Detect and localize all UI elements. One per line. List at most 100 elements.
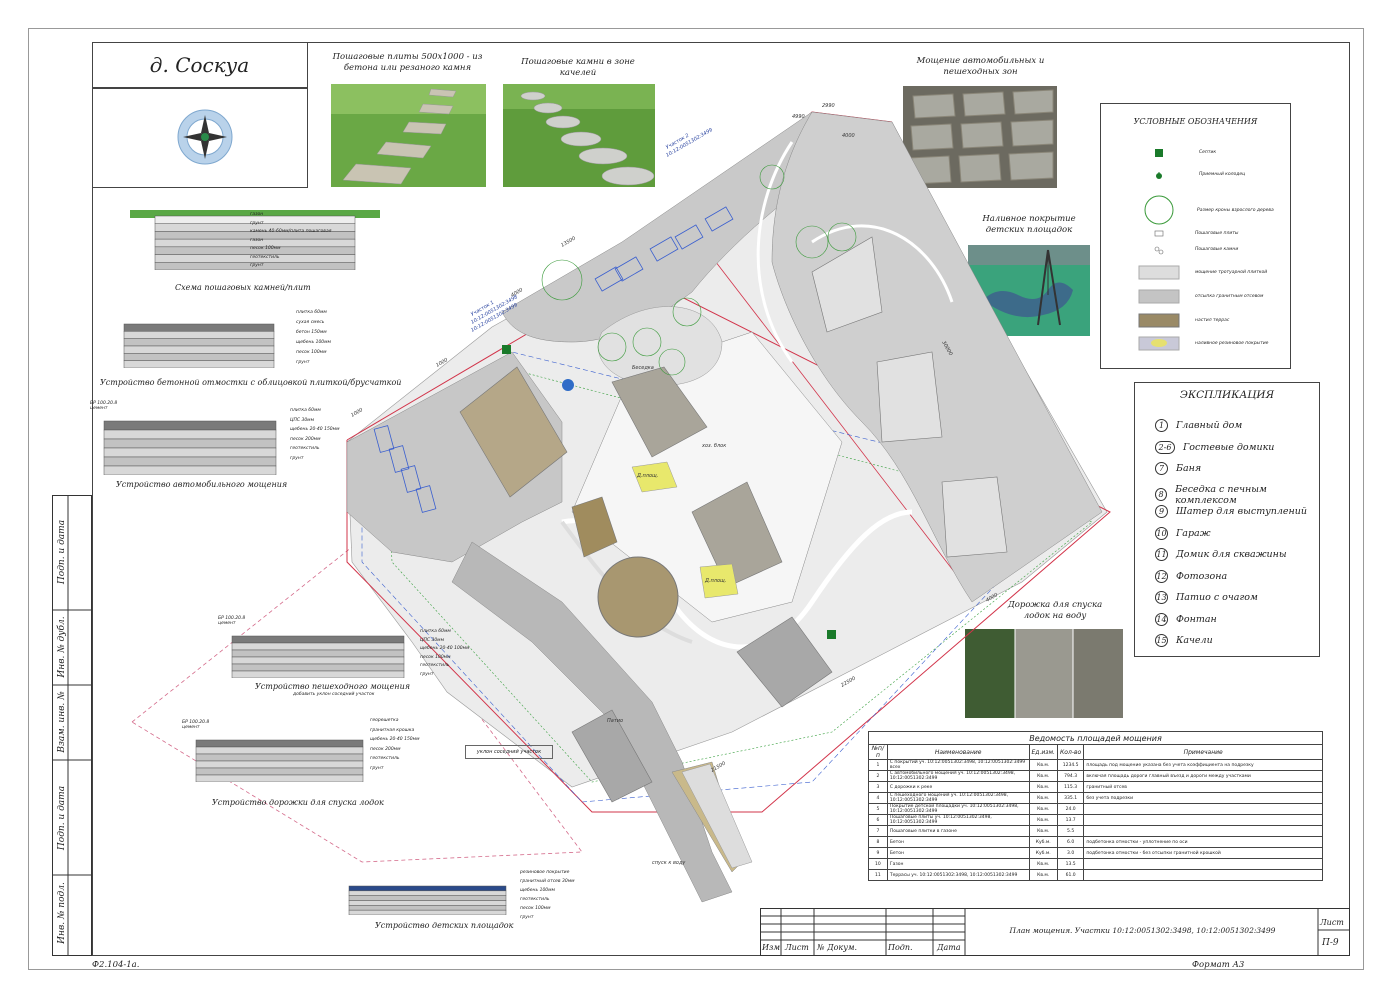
section-layer [231,670,405,678]
plan-label-kids2: Д.площ. [704,578,726,584]
section-layer-label: плитка 60мм [290,408,321,413]
section-layer-label: резиновое покрытие [520,870,570,875]
section-curb-label: БР 100.20.8 цемент [90,401,118,411]
table-cell: 5 [868,803,888,815]
section-layer-label: грунт [250,263,264,268]
section-layer-label: грунт [520,915,534,920]
stamp-col-izm: Изм [762,943,780,952]
photo-caption-paving: Мощение автомобильных и пешеходных зон [916,56,1045,77]
table-cell [1083,825,1323,837]
legend-item-rubber: наливное резиновое покрытие [1195,341,1269,346]
section-layer [348,895,507,901]
section-layer-label: грунт [250,220,264,226]
table-cell: Кв.м. [1028,814,1058,826]
table-cell: 8 [868,836,888,848]
title-block [760,908,1350,956]
section-layer-label: сухая смесь [296,320,325,325]
table-cell: 11 [868,869,888,881]
section-layer [123,338,275,347]
road [451,541,733,903]
section-layer-label: георешетка [370,718,399,723]
footer-left: Ф2.104-1а. [92,960,140,970]
section-drawing [348,885,507,915]
section-drawing [195,739,364,782]
legend-swatches [1138,149,1180,351]
table-cell: 3 [868,781,888,793]
section-layer-label: гранитная крошка [370,727,415,733]
section-layer [231,649,405,658]
section-layer-label: газон [250,212,264,217]
table-cell: Покрытие детской площадки уч. 10:12:0051… [886,803,1030,815]
section-layer-label: ЦПС 30мм [420,637,444,643]
legend-title: УСЛОВНЫЕ ОБОЗНАЧЕНИЯ [1133,117,1258,126]
explication-number: 7 [1155,462,1168,475]
section-layer-label: песок 100мм [250,246,281,251]
side-strip-label: Подп. и дата [57,519,67,585]
section-layer [231,663,405,672]
table-cell: С дорожки к реке [886,781,1030,793]
section-layer [195,746,364,755]
section-layer-label: геотекстиль [290,446,320,451]
section-layer [195,753,364,762]
section-caption: Устройство пешеходного мощения [255,682,411,691]
trees [541,164,857,376]
legend-item-septic: Септик [1199,150,1217,155]
dim-10: 21500 [710,761,727,774]
photo-caption-stones: Пошаговые камни в зоне качелей [521,57,635,78]
section-layer-label: плитка 60мм [420,629,451,634]
section-layer-label: щебень 20-40 150мм [370,737,420,742]
table-cell: 24.0 [1056,803,1085,815]
explication-label: Беседка с печным комплексом [1175,483,1267,506]
side-strip-label: Инв. № подл. [57,882,67,944]
grass-strip [130,210,380,218]
section-layer [103,456,277,467]
explication-number: 15 [1155,634,1168,647]
legend-box: УСЛОВНЫЕ ОБОЗНАЧЕНИЯ Септик Приемный кол… [1100,103,1291,369]
table-cell: подбетонка отмостки - уплотнение по оси [1083,836,1323,848]
section-layer [103,465,277,475]
section-note: добавить уклон соседний участок [293,692,375,697]
table-cell: площадь под мощение указана без учета ко… [1083,759,1323,771]
section-layer-label: геотекстиль [520,897,550,902]
section-layer [103,438,277,449]
section-layer [348,890,507,896]
explication-number: 12 [1155,569,1168,583]
section-layer [123,323,275,332]
table-cell: Кв.м. [1028,869,1058,881]
section-layer [123,353,275,361]
section-layer [195,760,364,769]
explication-label: Шатер для выступлений [1176,506,1308,517]
photo-paving [903,86,1057,188]
photo-boat-path [965,629,1123,718]
dim-11: 4000 [985,592,999,604]
table-cell: Пошаговые плиты уч. 10:12:0051302:3498, … [886,814,1030,826]
photo-caption-boat-path: Дорожка для спуска лодок на воду [1007,600,1103,621]
table-cell: Террасы уч. 10:12:0051302:3498, 10:12:00… [886,869,1030,881]
table-cell: Кв.м. [1028,770,1058,782]
compass-rose-icon [177,109,233,165]
explication-number: 14 [1155,612,1168,626]
stamp-col-doc: № Докум. [817,943,858,952]
section-drawing [130,210,380,270]
legend-item-tile: мощение тротуарной плиткой [1195,270,1268,275]
table-title: Ведомость площадей мощения [868,731,1323,745]
section-layer [195,767,364,776]
table-cell [1083,869,1323,881]
table-cell: 10 [868,858,888,870]
legend-item-slabs: Пошаговые плиты [1195,231,1239,236]
table-cell: 13.7 [1056,814,1085,826]
dim-2: 2990 [822,103,835,109]
table-cell: 5.5 [1056,825,1085,837]
section-caption: Устройство детских площадок [375,921,514,930]
legend-item-gravel: отсыпка гранитным отсевом [1195,294,1264,299]
